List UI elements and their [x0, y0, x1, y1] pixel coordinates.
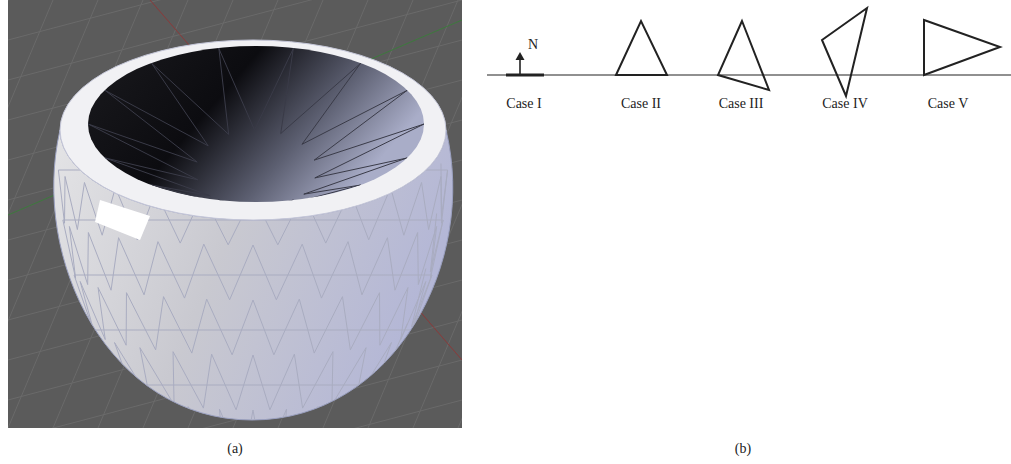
bowl-inside: [88, 46, 424, 202]
render-panel: [8, 0, 462, 428]
triangle-case-ii: [616, 21, 667, 75]
case-label: Case III: [719, 96, 764, 111]
triangle-case-v: [924, 20, 1000, 75]
panel-label: (b): [735, 441, 751, 456]
edge-on-triangle: [506, 74, 544, 77]
normal-arrow: [519, 58, 521, 75]
case-label: Case II: [621, 96, 661, 111]
normal-label: N: [528, 37, 538, 52]
case-label: Case V: [928, 96, 969, 111]
reference-line: [487, 74, 1011, 75]
panel-label: (a): [227, 441, 243, 456]
case-label: Case IV: [822, 96, 868, 111]
bowl-rim: [60, 40, 446, 220]
triangle-case-iii: [718, 21, 769, 90]
triangle-case-iv: [822, 8, 867, 96]
case-label: Case I: [506, 96, 541, 111]
case-diagrams: [487, 8, 1011, 96]
